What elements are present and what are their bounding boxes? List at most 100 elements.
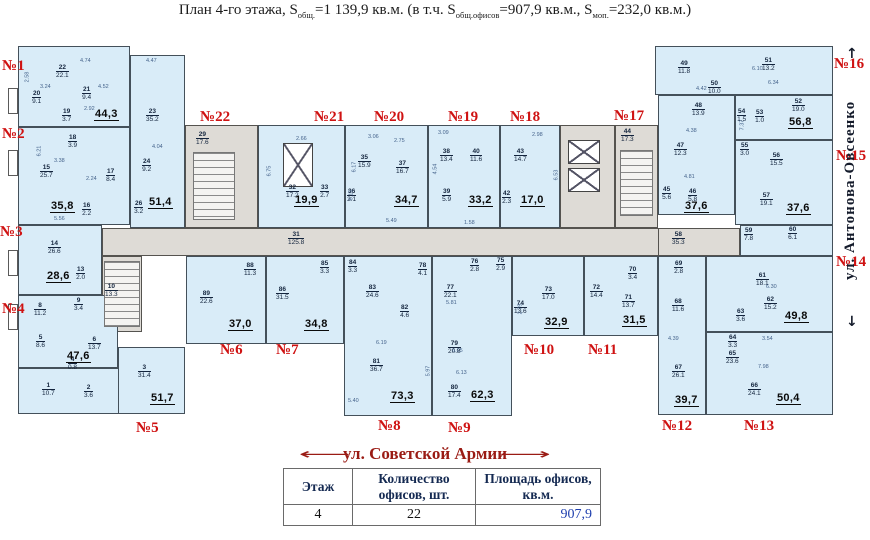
room-area: 3.3 bbox=[728, 342, 738, 350]
office-9-area-label: 62,3 bbox=[470, 389, 495, 402]
office-20-area-label: 34,7 bbox=[394, 194, 419, 207]
room-number: 1 bbox=[42, 382, 55, 391]
office-18-room bbox=[500, 125, 560, 228]
dimension-label: 3.54 bbox=[762, 336, 773, 342]
office-1-area-label: 44,3 bbox=[94, 108, 119, 121]
window-notch bbox=[8, 88, 18, 114]
room-number: 51 bbox=[762, 57, 775, 66]
room-number: 74 bbox=[514, 300, 527, 309]
room-area: 3.4 bbox=[74, 305, 84, 313]
arrow-down-icon: ↓ bbox=[846, 314, 858, 330]
arrow-right-icon: ⟶ bbox=[498, 445, 551, 463]
office-19-area-label: 33,2 bbox=[468, 194, 493, 207]
dimension-label: 3.24 bbox=[40, 84, 51, 90]
header-office-area: Площадь офисов, кв.м. bbox=[475, 467, 601, 506]
room-area: 17.6 bbox=[196, 139, 209, 147]
room-number: 55 bbox=[740, 142, 750, 151]
room-area: 31.5 bbox=[276, 294, 289, 302]
window-notch bbox=[8, 150, 18, 176]
office-1-room bbox=[18, 46, 130, 127]
dimension-label: 6.21 bbox=[36, 145, 43, 157]
office-number-label-21: №21 bbox=[314, 109, 345, 125]
room-area: 13.6 bbox=[514, 308, 527, 316]
office-16-area-label: 56,8 bbox=[788, 116, 813, 129]
room-number: 63 bbox=[736, 308, 746, 317]
room-number: 15 bbox=[40, 164, 53, 173]
room-area: 25.7 bbox=[40, 172, 53, 180]
dimension-label: 2.98 bbox=[532, 132, 543, 138]
value-floor: 4 bbox=[283, 504, 353, 527]
room-number: 10 bbox=[105, 283, 118, 292]
office-13-area-label: 50,4 bbox=[776, 392, 801, 405]
room-number: 32 bbox=[286, 184, 299, 193]
dimension-label: 3.09 bbox=[438, 130, 449, 136]
dimension-label: 5.81 bbox=[446, 300, 457, 306]
room-number: 21 bbox=[82, 86, 92, 95]
room-area: 17.2 bbox=[286, 192, 299, 200]
office-number-label-12: №12 bbox=[662, 418, 693, 434]
room-number: 80 bbox=[448, 384, 461, 393]
corridor-common-area bbox=[658, 228, 740, 256]
room-area: 13.4 bbox=[440, 156, 453, 164]
room-area: 13.7 bbox=[88, 344, 101, 352]
office-3-room bbox=[18, 225, 102, 295]
room-area: 17.4 bbox=[448, 392, 461, 400]
office-22-room bbox=[130, 55, 185, 228]
room-number: 69 bbox=[674, 260, 684, 269]
office-4-room bbox=[18, 295, 118, 368]
room-area: 22.6 bbox=[200, 298, 213, 306]
summary-header-row: Этаж Количество офисов, шт. Площадь офис… bbox=[283, 467, 601, 506]
office-7-room bbox=[266, 256, 344, 344]
room-area: 15.2 bbox=[764, 304, 777, 312]
room-area: 8.6 bbox=[36, 342, 46, 350]
room-area: 11.2 bbox=[34, 310, 47, 318]
room-area: 1.5 bbox=[737, 116, 747, 124]
room-number: 79 bbox=[448, 340, 461, 349]
street-label-bottom: ⟵ ул. Советской Армии ⟶ bbox=[270, 444, 580, 464]
value-office-count: 22 bbox=[352, 504, 476, 527]
dimension-label: 3.38 bbox=[54, 158, 65, 164]
header-floor: Этаж bbox=[283, 467, 353, 506]
office-number-label-8: №8 bbox=[378, 418, 401, 434]
room-number: 29 bbox=[196, 131, 209, 140]
dimension-label: 2.58 bbox=[24, 71, 31, 83]
room-number: 5 bbox=[36, 334, 46, 343]
room-number: 44 bbox=[621, 128, 634, 137]
room-number: 52 bbox=[792, 98, 805, 107]
office-13-room bbox=[706, 332, 833, 415]
room-number: 48 bbox=[692, 102, 705, 111]
room-area: 20.8 bbox=[448, 348, 461, 356]
room-area: 16.7 bbox=[396, 168, 409, 176]
room-number: 24 bbox=[142, 158, 152, 167]
room-number: 54 bbox=[737, 108, 747, 117]
office-number-label-7: №7 bbox=[276, 342, 299, 358]
office-number-label-19: №19 bbox=[448, 109, 479, 125]
office-10-area-label: 32,9 bbox=[544, 316, 569, 329]
office-3-area-label: 28,6 bbox=[46, 270, 71, 283]
window-notch bbox=[8, 250, 18, 276]
room-area: 12.3 bbox=[674, 150, 687, 158]
office-20-room bbox=[345, 125, 428, 228]
office-number-label-3: №3 bbox=[0, 224, 23, 240]
room-area: 4.1 bbox=[418, 270, 428, 278]
dimension-label: 6.15 bbox=[348, 189, 355, 201]
office-number-label-15: №15 bbox=[836, 148, 867, 164]
room-area: 11.3 bbox=[244, 270, 257, 278]
